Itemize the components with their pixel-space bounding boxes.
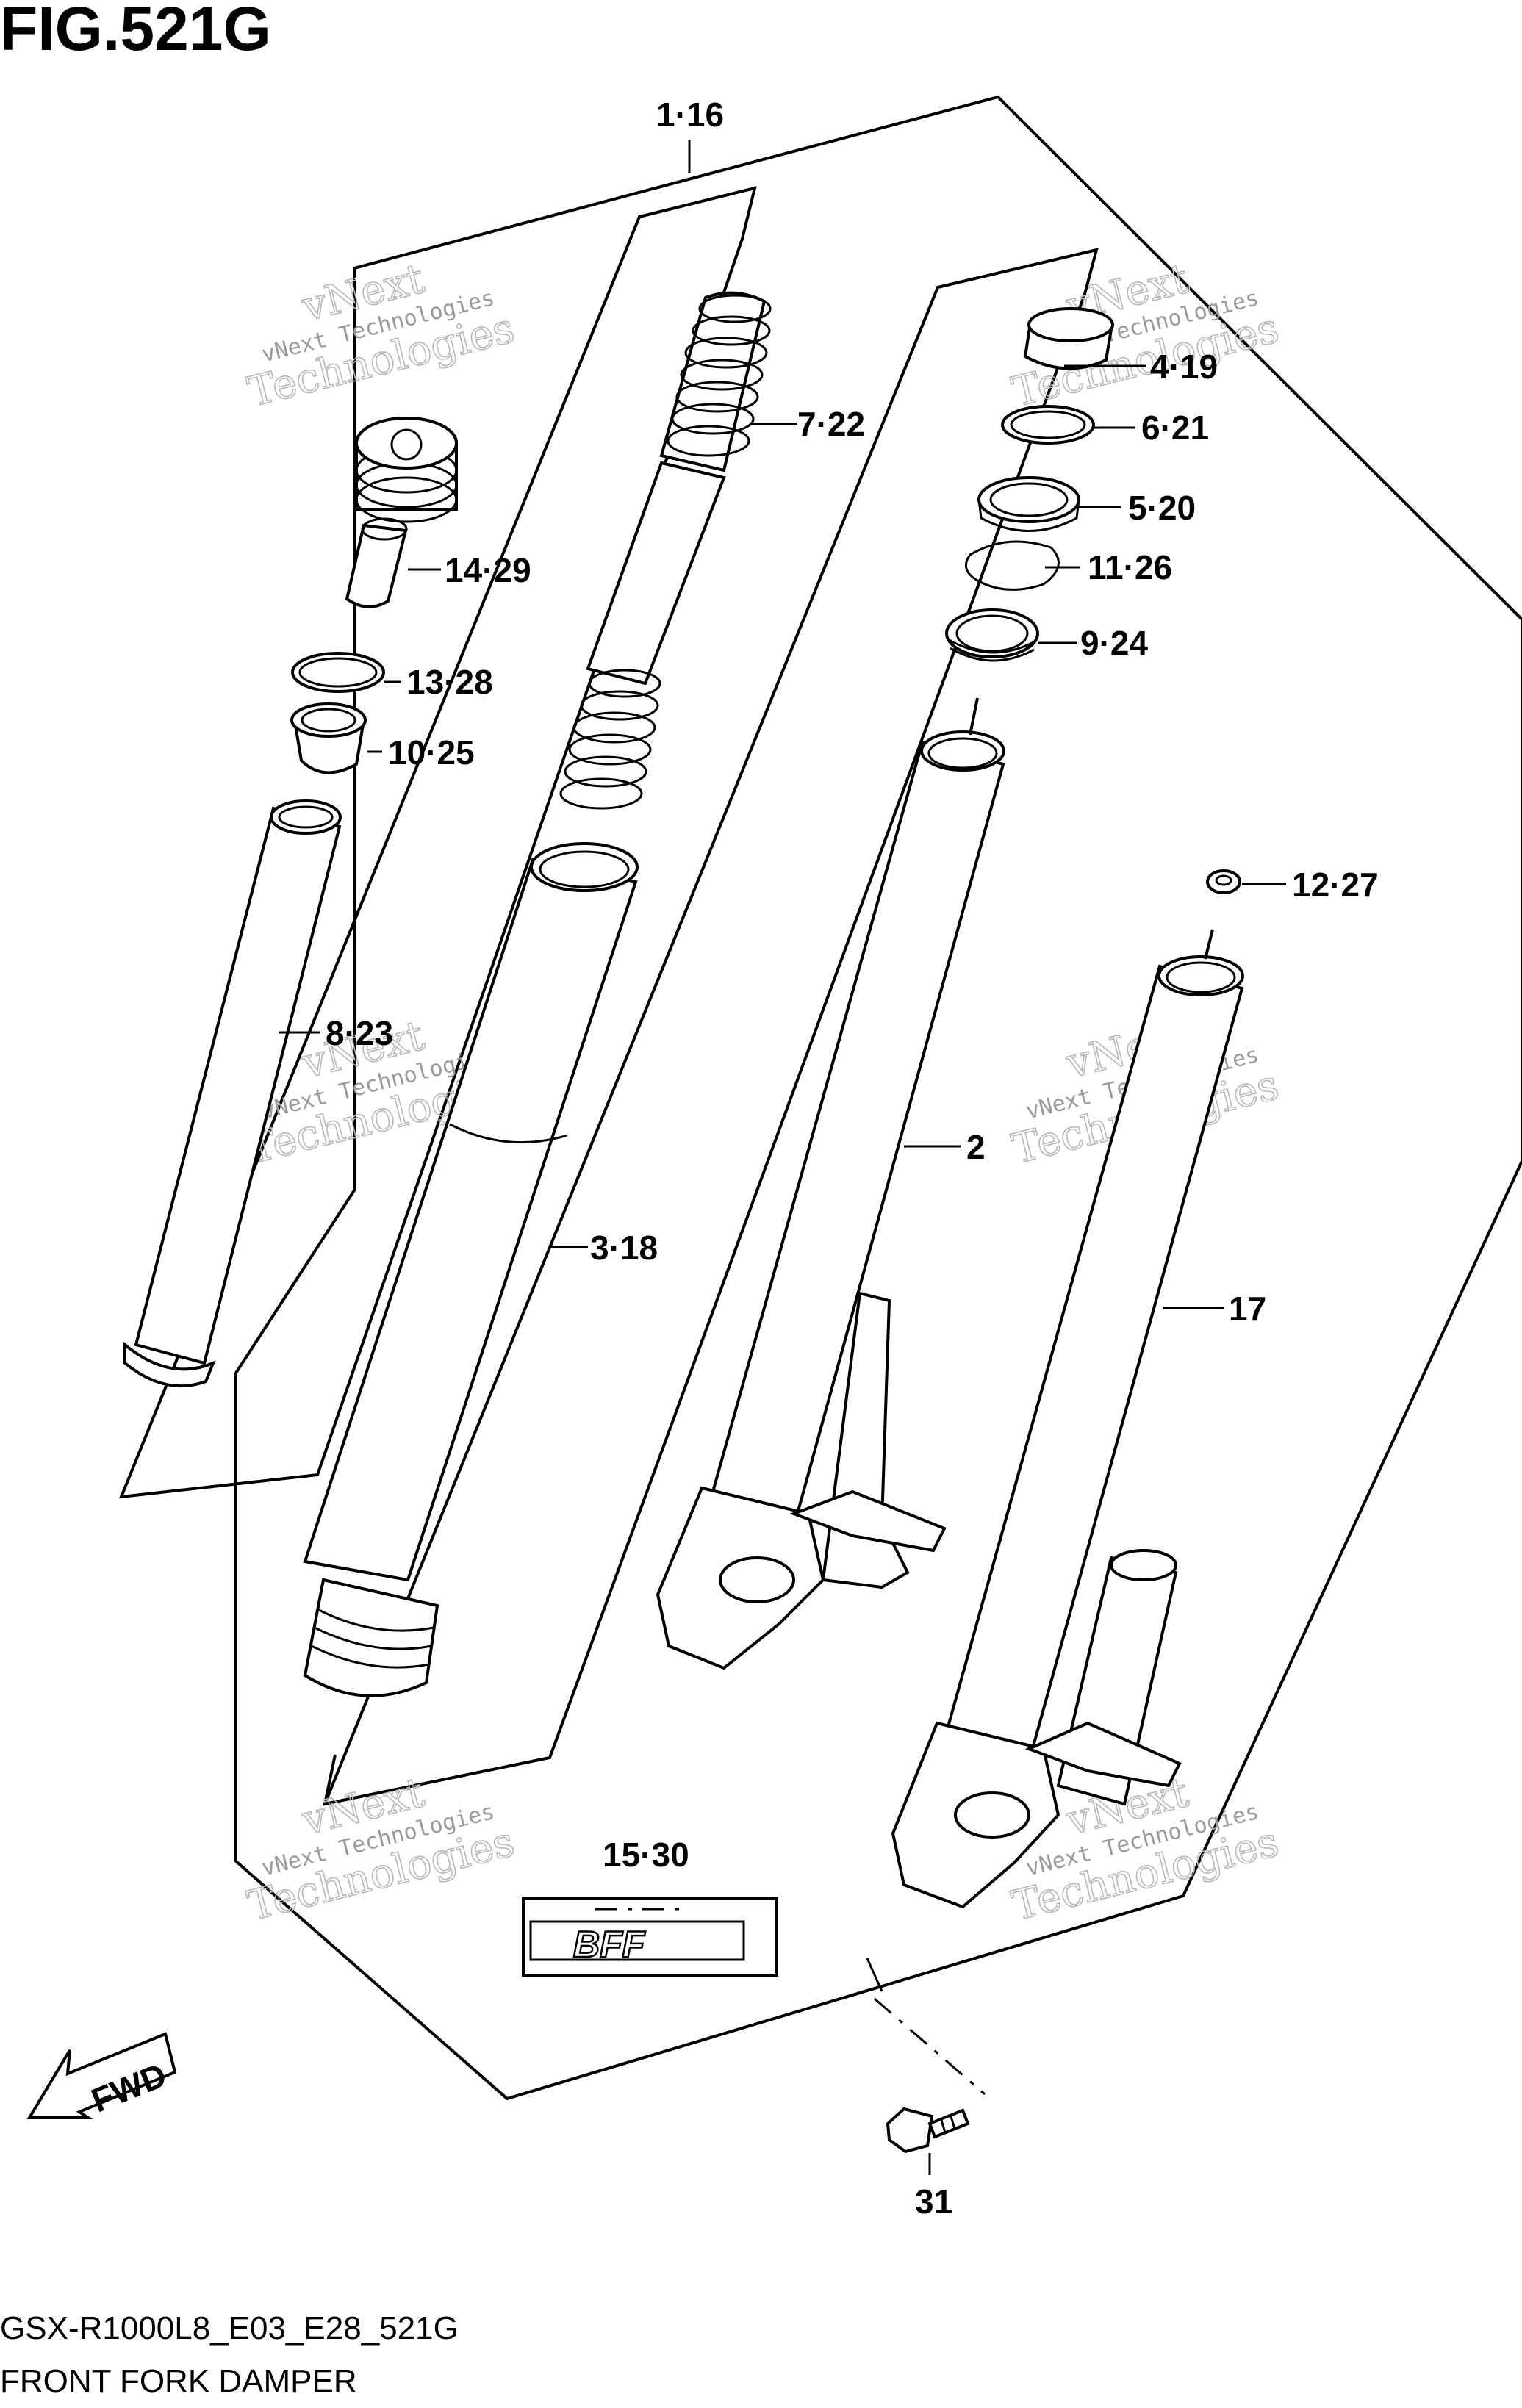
callout-12-27: 12·27 bbox=[1292, 866, 1379, 904]
part-ring-6 bbox=[1001, 405, 1095, 445]
callout-17: 17 bbox=[1229, 1290, 1266, 1328]
callout-8-23: 8·23 bbox=[326, 1014, 393, 1052]
part-stopper-4 bbox=[1023, 307, 1114, 370]
fwd-arrow: FWD bbox=[26, 2032, 177, 2120]
part-cap-bolt bbox=[345, 417, 458, 608]
part-stopper-ring-11 bbox=[964, 540, 1060, 591]
callout-9-24: 9·24 bbox=[1080, 624, 1148, 662]
part-spacer-tube-8 bbox=[123, 799, 342, 1388]
callout-10-25: 10·25 bbox=[388, 733, 475, 772]
inner-box-center bbox=[322, 248, 1099, 1806]
part-bolt-31 bbox=[886, 2107, 970, 2154]
leader-lines bbox=[279, 140, 1286, 2175]
callout-31: 31 bbox=[915, 2182, 952, 2221]
callout-14-29: 14·29 bbox=[445, 551, 531, 589]
part-damper-rod-7 bbox=[559, 291, 772, 810]
callouts: 1·16 7·22 4·19 6·21 5·20 11·26 9·24 14·2… bbox=[326, 96, 1379, 2221]
part-inner-tube-2 bbox=[656, 697, 1005, 1670]
callout-2: 2 bbox=[966, 1128, 986, 1166]
callout-5-20: 5·20 bbox=[1128, 489, 1196, 527]
part-outer-tube-3 bbox=[303, 842, 639, 1697]
model-code: GSX-R1000L8_E03_E28_521G bbox=[0, 2310, 459, 2346]
part-collar-10 bbox=[290, 702, 367, 774]
part-dust-seal-5 bbox=[977, 476, 1080, 532]
part-emblem-15: BFF bbox=[522, 1897, 778, 1977]
diagram-title: FRONT FORK DAMPER bbox=[0, 2363, 357, 2399]
part-inner-tube-assembly-17 bbox=[891, 929, 1244, 1909]
callout-4-19: 4·19 bbox=[1150, 348, 1218, 386]
callout-6-21: 6·21 bbox=[1141, 409, 1209, 447]
part-oil-seal-9 bbox=[945, 608, 1039, 662]
part-o-ring-13 bbox=[291, 652, 385, 693]
callout-3-18: 3·18 bbox=[590, 1229, 658, 1267]
callout-7-22: 7·22 bbox=[797, 405, 865, 443]
emblem-text: BFF bbox=[573, 1924, 646, 1965]
assembly-outline bbox=[234, 95, 1522, 2101]
callout-15-30: 15·30 bbox=[603, 1836, 689, 1874]
figure-title: FIG.521G bbox=[0, 0, 271, 63]
inner-box-left bbox=[118, 186, 757, 1499]
callout-1-16: 1·16 bbox=[656, 96, 724, 134]
callout-11-26: 11·26 bbox=[1088, 548, 1172, 586]
part-nut-12 bbox=[1206, 869, 1241, 894]
callout-13-28: 13·28 bbox=[406, 663, 493, 701]
